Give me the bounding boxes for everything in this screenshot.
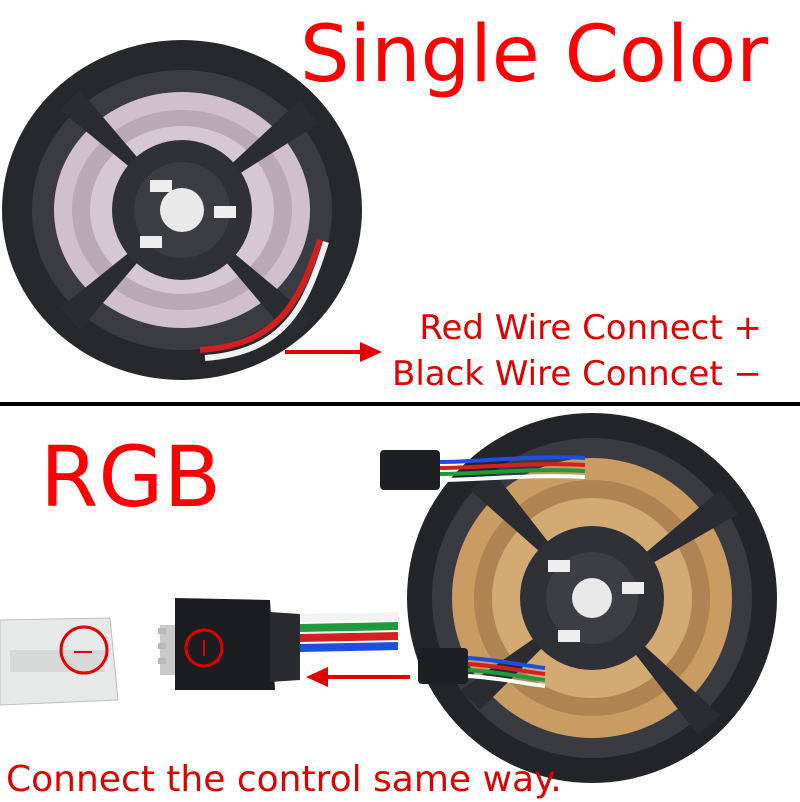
section-divider bbox=[0, 402, 800, 406]
wire-arrow bbox=[285, 342, 382, 362]
connector-marker-circle bbox=[184, 628, 224, 668]
black-wire-text: Black Wire Conncet − bbox=[392, 354, 762, 394]
rgb-arrow bbox=[306, 667, 410, 687]
rgb-controller bbox=[0, 617, 119, 706]
rgb-title: RGB bbox=[40, 428, 222, 526]
single-color-title: Single Color bbox=[300, 10, 769, 100]
red-wire-text: Red Wire Connect + bbox=[419, 308, 762, 348]
single-color-reel bbox=[2, 40, 362, 380]
rgb-connector-plug bbox=[158, 598, 399, 690]
rgb-reel bbox=[380, 413, 777, 783]
connect-control-text: Connect the control same way. bbox=[6, 759, 562, 800]
controller-marker-circle bbox=[59, 625, 109, 675]
wire-instructions: Red Wire Connect + Black Wire Conncet − bbox=[392, 305, 762, 397]
